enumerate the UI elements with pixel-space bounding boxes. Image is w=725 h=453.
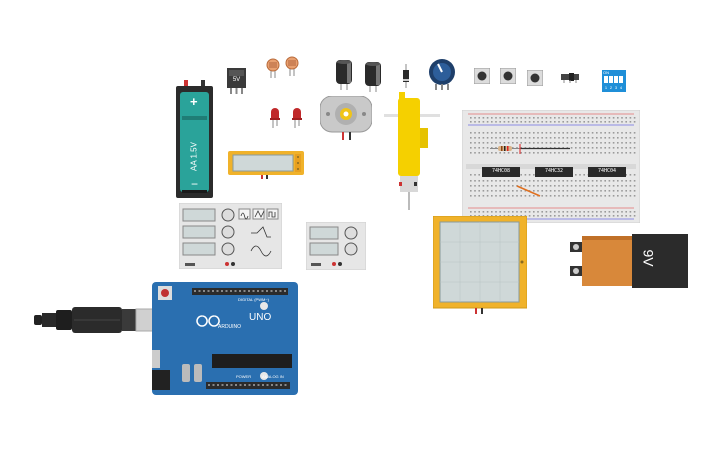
- battery-9v-label: 9V: [640, 249, 657, 267]
- pushbutton-2[interactable]: [500, 68, 516, 84]
- arduino-uno-board[interactable]: DIGITAL (PWM~) ARDUINO UNO POWER ANALOG …: [148, 282, 298, 395]
- electrolytic-capacitor-2[interactable]: [364, 62, 382, 92]
- battery-9v[interactable]: 9V: [568, 232, 690, 288]
- arduino-power-label: POWER: [236, 374, 252, 379]
- lcd-16x2[interactable]: [228, 151, 304, 179]
- power-supply[interactable]: [306, 222, 366, 270]
- potentiometer[interactable]: [428, 58, 456, 90]
- aa-battery-label: AA 1.5V: [189, 142, 199, 171]
- arduino-analog-label: ANALOG IN: [262, 374, 284, 379]
- pushbutton-3[interactable]: [527, 70, 543, 86]
- function-generator[interactable]: [179, 203, 282, 269]
- dip-on-label: ON: [603, 70, 609, 75]
- breadboard[interactable]: 74HC08 74HC32 74HC04: [461, 109, 641, 224]
- chip-74hc04: 74HC04: [597, 168, 617, 174]
- photoresistor-1[interactable]: [266, 58, 280, 78]
- photoresistor-2[interactable]: [285, 56, 299, 76]
- dip-number-1: 1: [604, 85, 608, 90]
- graphic-lcd[interactable]: [433, 216, 527, 314]
- dc-motor[interactable]: [320, 96, 372, 140]
- chip-74hc32: 74HC32: [544, 168, 564, 174]
- breadboard-graphic: [461, 109, 641, 224]
- aa-plus-sign: +: [190, 94, 198, 109]
- dip-number-3: 3: [614, 85, 618, 90]
- aa-battery-holder[interactable]: + AA 1.5V −: [176, 80, 213, 198]
- voltage-regulator[interactable]: 5V: [227, 68, 246, 94]
- arduino-graphic: [148, 282, 298, 395]
- dip-toggle-1[interactable]: [604, 76, 608, 83]
- aa-minus-sign: −: [191, 177, 199, 191]
- regulator-graphic: [227, 68, 246, 94]
- dip-number-2: 2: [609, 85, 613, 90]
- dip-toggle-2[interactable]: [609, 76, 613, 83]
- dip-switch[interactable]: ON 1 2 3 4: [602, 70, 626, 92]
- pushbutton-1[interactable]: [474, 68, 490, 84]
- battery-9v-graphic: [570, 234, 688, 288]
- arduino-brand: ARDUINO: [218, 324, 242, 330]
- red-led-1[interactable]: [270, 108, 280, 128]
- electrolytic-capacitor-1[interactable]: [335, 60, 353, 90]
- lcd-graphic: [228, 151, 304, 179]
- arduino-digital-label: DIGITAL (PWM~): [238, 297, 269, 302]
- chip-74hc08: 74HC08: [491, 168, 511, 174]
- diode[interactable]: [402, 64, 410, 88]
- dip-toggle-4[interactable]: [619, 76, 623, 83]
- aa-battery-graphic: [176, 80, 213, 198]
- arduino-model: UNO: [249, 312, 272, 323]
- regulator-label: 5V: [232, 77, 241, 83]
- dip-number-4: 4: [619, 85, 623, 90]
- gear-motor[interactable]: [384, 92, 440, 212]
- dip-toggle-3[interactable]: [614, 76, 618, 83]
- red-led-2[interactable]: [292, 108, 302, 128]
- slide-switch[interactable]: [561, 73, 579, 83]
